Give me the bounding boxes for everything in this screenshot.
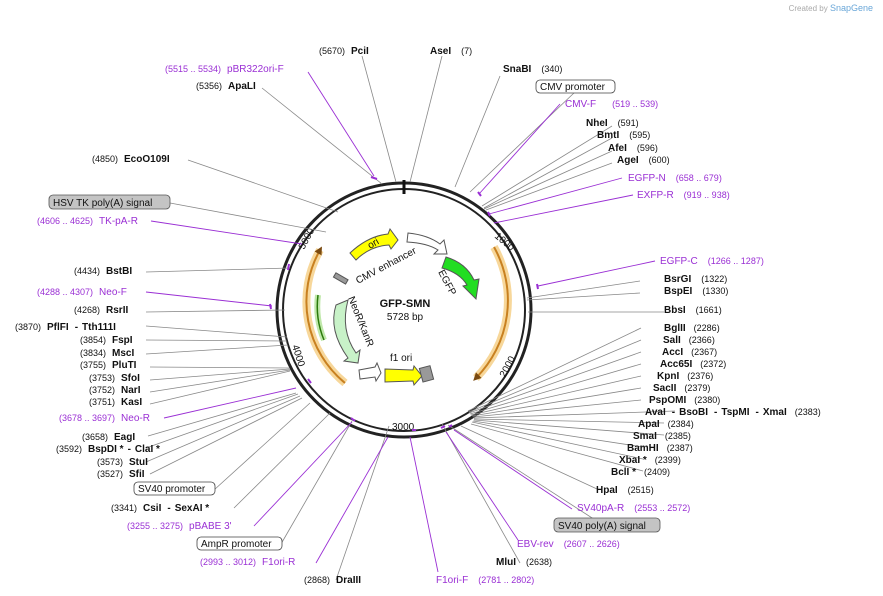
primer-leader-lines: [145, 71, 656, 573]
label-pflfi: (3870)PflFI-Tth111I: [15, 322, 116, 333]
f1ori-label: f1 ori: [390, 353, 412, 364]
label-neo-f: (4288 .. 4307)Neo-F: [37, 287, 127, 298]
label-bsrgi: BsrGI(1322): [664, 274, 727, 285]
plasmid-length: 5728 bp: [387, 312, 424, 323]
label-acc65i: Acc65I(2372): [660, 359, 726, 370]
label-afei: AfeI(596): [608, 143, 658, 154]
label-tk-pa-r: (4606 .. 4625)TK-pA-R: [37, 216, 138, 227]
label-kpni: KpnI(2376): [657, 371, 713, 382]
label-sacii: SacII(2379): [653, 383, 710, 394]
label-hpai: HpaI(2515): [596, 485, 654, 496]
label-apai: ApaI(2384): [638, 419, 694, 430]
label-bspdi: (3592)BspDI *-ClaI *: [56, 444, 160, 455]
label-eagi: (3658)EagI: [82, 432, 135, 443]
primer-marks: [269, 176, 539, 431]
label-sali: SalI(2366): [663, 335, 715, 346]
ori-feature: [349, 227, 399, 261]
tick-3000: 3000: [392, 422, 415, 433]
label-bamhi: BamHI(2387): [627, 443, 693, 454]
label-bbsi: BbsI(1661): [664, 305, 722, 316]
ori-label: ori: [366, 237, 381, 252]
label-msci: (3834)MscI: [80, 348, 134, 359]
label-csii: (3341)CsiI-SexAI *: [111, 503, 209, 514]
snapgene-logo: SnapGene: [829, 3, 873, 13]
box-sv40-polya: [553, 517, 661, 533]
box-hsv-tk: [48, 194, 171, 210]
watermark: Created by SnapGene: [788, 3, 873, 13]
label-cmv-f: CMV-F(519 .. 539): [565, 99, 658, 110]
label-hsv-tk: HSV TK poly(A) signal: [53, 198, 152, 209]
label-f1ori-f: F1ori-F(2781 .. 2802): [436, 575, 534, 586]
box-sv40-promoter: [133, 481, 216, 496]
label-pcii: (5670)PciI: [319, 46, 369, 57]
polya-small: [418, 365, 435, 383]
label-mlui: MluI(2638): [496, 557, 552, 568]
label-sfii: (3527)SfiI: [97, 469, 145, 480]
label-agei: AgeI(600): [617, 155, 670, 166]
plasmid-name: GFP-SMN: [380, 298, 431, 310]
label-neo-r: (3678 .. 3697)Neo-R: [59, 413, 150, 424]
label-exfp-r: EXFP-R(919 .. 938): [637, 190, 730, 201]
label-nhei: NheI(591): [586, 118, 639, 129]
neo-feature: [333, 299, 361, 364]
label-bcli: BclI *(2409): [611, 467, 670, 478]
label-pbr322-f: (5515 .. 5534)pBR322ori-F: [165, 64, 284, 75]
label-egfp-c: EGFP-C(1266 .. 1287): [660, 256, 764, 267]
label-ampr-promoter: AmpR promoter: [201, 539, 272, 550]
label-pbabe3: (3255 .. 3275)pBABE 3': [127, 521, 232, 532]
label-egfp-n: EGFP-N(658 .. 679): [628, 173, 722, 184]
label-acci: AccI(2367): [662, 347, 717, 358]
label-rsrii: (4268)RsrII: [74, 305, 128, 316]
label-cmv-promoter: CMV promoter: [540, 82, 606, 93]
label-bstbi: (4434)BstBI: [74, 266, 132, 277]
label-xbai: XbaI *(2399): [619, 455, 681, 466]
label-sv40pa-r: SV40pA-R(2553 .. 2572): [577, 503, 690, 514]
hsv-small: [332, 272, 349, 285]
label-snabi: SnaBI(340): [503, 64, 562, 75]
label-pluti: (3755)PluTI: [80, 360, 137, 371]
label-f1ori-r: (2993 .. 3012)F1ori-R: [200, 557, 295, 568]
label-bmti: BmtI(595): [597, 130, 650, 141]
label-fspi: (3854)FspI: [80, 335, 133, 346]
box-ampr-promoter: [196, 536, 283, 551]
promoter-small: [358, 361, 382, 383]
label-apali: (5356)ApaLI: [196, 81, 256, 92]
label-ecoo109i: (4850)EcoO109I: [92, 154, 170, 165]
label-kasi: (3751)KasI: [89, 397, 142, 408]
label-nari: (3752)NarI: [89, 385, 141, 396]
label-sv40-promoter: SV40 promoter: [138, 484, 206, 495]
label-bglii: BglII(2286): [664, 323, 720, 334]
label-bspei: BspEI(1330): [664, 286, 728, 297]
box-cmv-promoter: [535, 79, 616, 94]
egfp-feature: [441, 256, 480, 301]
label-draiii: (2868)DraIII: [304, 575, 361, 586]
label-stui: (3573)StuI: [97, 457, 148, 468]
label-sv40-polya: SV40 poly(A) signal: [558, 521, 646, 532]
label-avai: AvaI-BsoBI-TspMI-XmaI(2383): [645, 407, 821, 418]
f1ori-feature: [384, 364, 423, 387]
label-smai: SmaI(2385): [633, 431, 691, 442]
enzyme-leader-lines: [145, 55, 676, 581]
cmv-enhancer-feature: [406, 232, 448, 255]
label-sfoi: (3753)SfoI: [89, 373, 140, 384]
label-asei: AseI(7): [430, 46, 472, 57]
label-pspomi: PspOMI(2380): [649, 395, 720, 406]
label-ebv-rev: EBV-rev(2607 .. 2626): [517, 539, 620, 550]
